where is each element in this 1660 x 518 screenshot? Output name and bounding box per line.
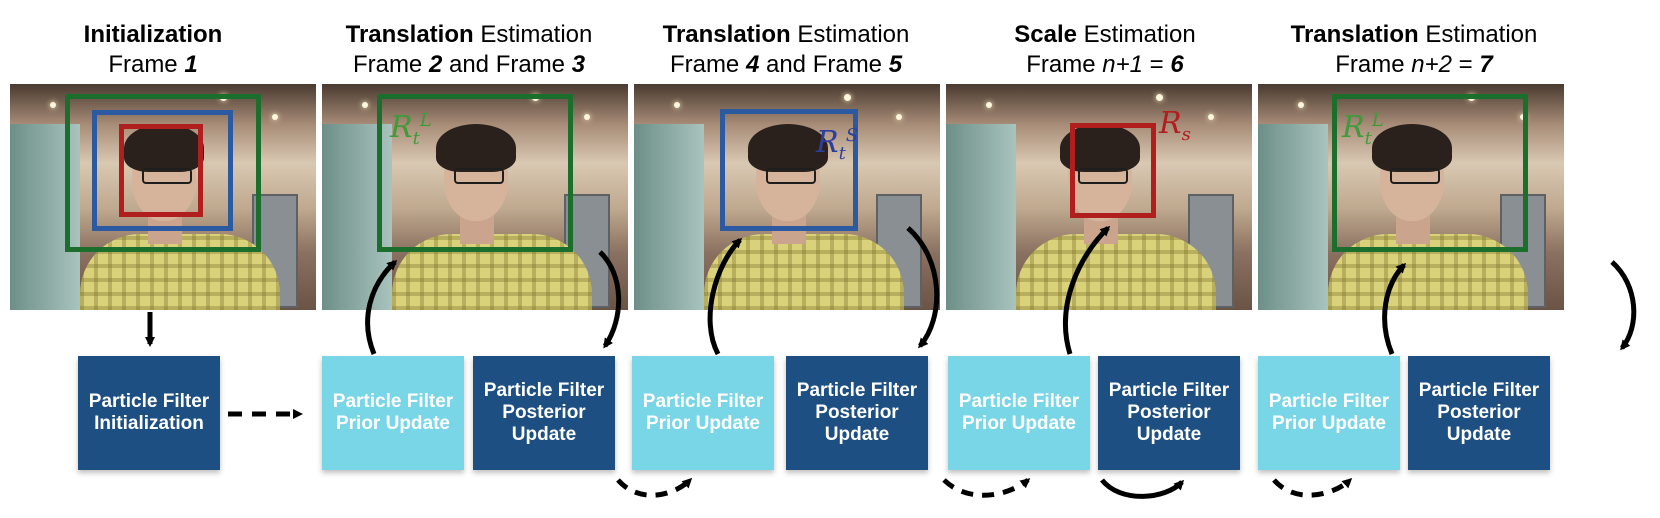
arrow-posterior3-to-prior4 bbox=[1272, 477, 1353, 498]
arrow-frame5-to-posterior4 bbox=[1610, 260, 1637, 351]
stage-title-translation-2: Translation Estimation Frame 4 and Frame… bbox=[662, 21, 910, 78]
arrow-posterior1-to-prior2 bbox=[616, 477, 693, 498]
posterior-update-box-1: Particle Filter Posterior Update bbox=[473, 356, 615, 470]
video-frame-1 bbox=[10, 84, 316, 310]
stage-title-translation-3: Translation Estimation Frame n+2 = 7 bbox=[1290, 21, 1538, 78]
video-frame-4: Rs bbox=[946, 84, 1252, 310]
small-region-box bbox=[720, 109, 858, 231]
prior-update-box-2: Particle Filter Prior Update bbox=[632, 356, 774, 470]
prior-update-box-4: Particle Filter Prior Update bbox=[1258, 356, 1400, 470]
particle-filter-initialization-box: Particle Filter Initialization bbox=[78, 356, 220, 470]
arrow-prior3-to-posterior3 bbox=[1100, 478, 1185, 499]
prior-update-box-1: Particle Filter Prior Update bbox=[322, 356, 464, 470]
stage-title-initialization: Initialization Frame 1 bbox=[83, 21, 223, 78]
large-region-label: RtL bbox=[1342, 110, 1384, 149]
posterior-update-box-3: Particle Filter Posterior Update bbox=[1098, 356, 1240, 470]
video-frame-2: RtL bbox=[322, 84, 628, 310]
posterior-update-box-4: Particle Filter Posterior Update bbox=[1408, 356, 1550, 470]
stage-title-scale: Scale Estimation Frame n+1 = 6 bbox=[1014, 21, 1196, 78]
posterior-update-box-2: Particle Filter Posterior Update bbox=[786, 356, 928, 470]
video-frame-3: RtS bbox=[634, 84, 940, 310]
large-region-label: RtL bbox=[390, 110, 432, 149]
large-region-box bbox=[377, 94, 573, 252]
scale-region-box bbox=[119, 124, 203, 217]
large-region-box bbox=[1332, 94, 1528, 252]
small-region-label: RtS bbox=[816, 125, 859, 164]
small-region-box bbox=[92, 110, 233, 231]
video-frame-5: RtL bbox=[1258, 84, 1564, 310]
scale-region-box bbox=[1070, 123, 1156, 218]
large-region-box bbox=[65, 94, 261, 252]
arrow-posterior2-to-prior3 bbox=[942, 478, 1031, 498]
prior-update-box-3: Particle Filter Prior Update bbox=[948, 356, 1090, 470]
stage-title-translation-1: Translation Estimation Frame 2 and Frame… bbox=[345, 21, 593, 78]
scale-region-label: Rs bbox=[1159, 106, 1191, 146]
